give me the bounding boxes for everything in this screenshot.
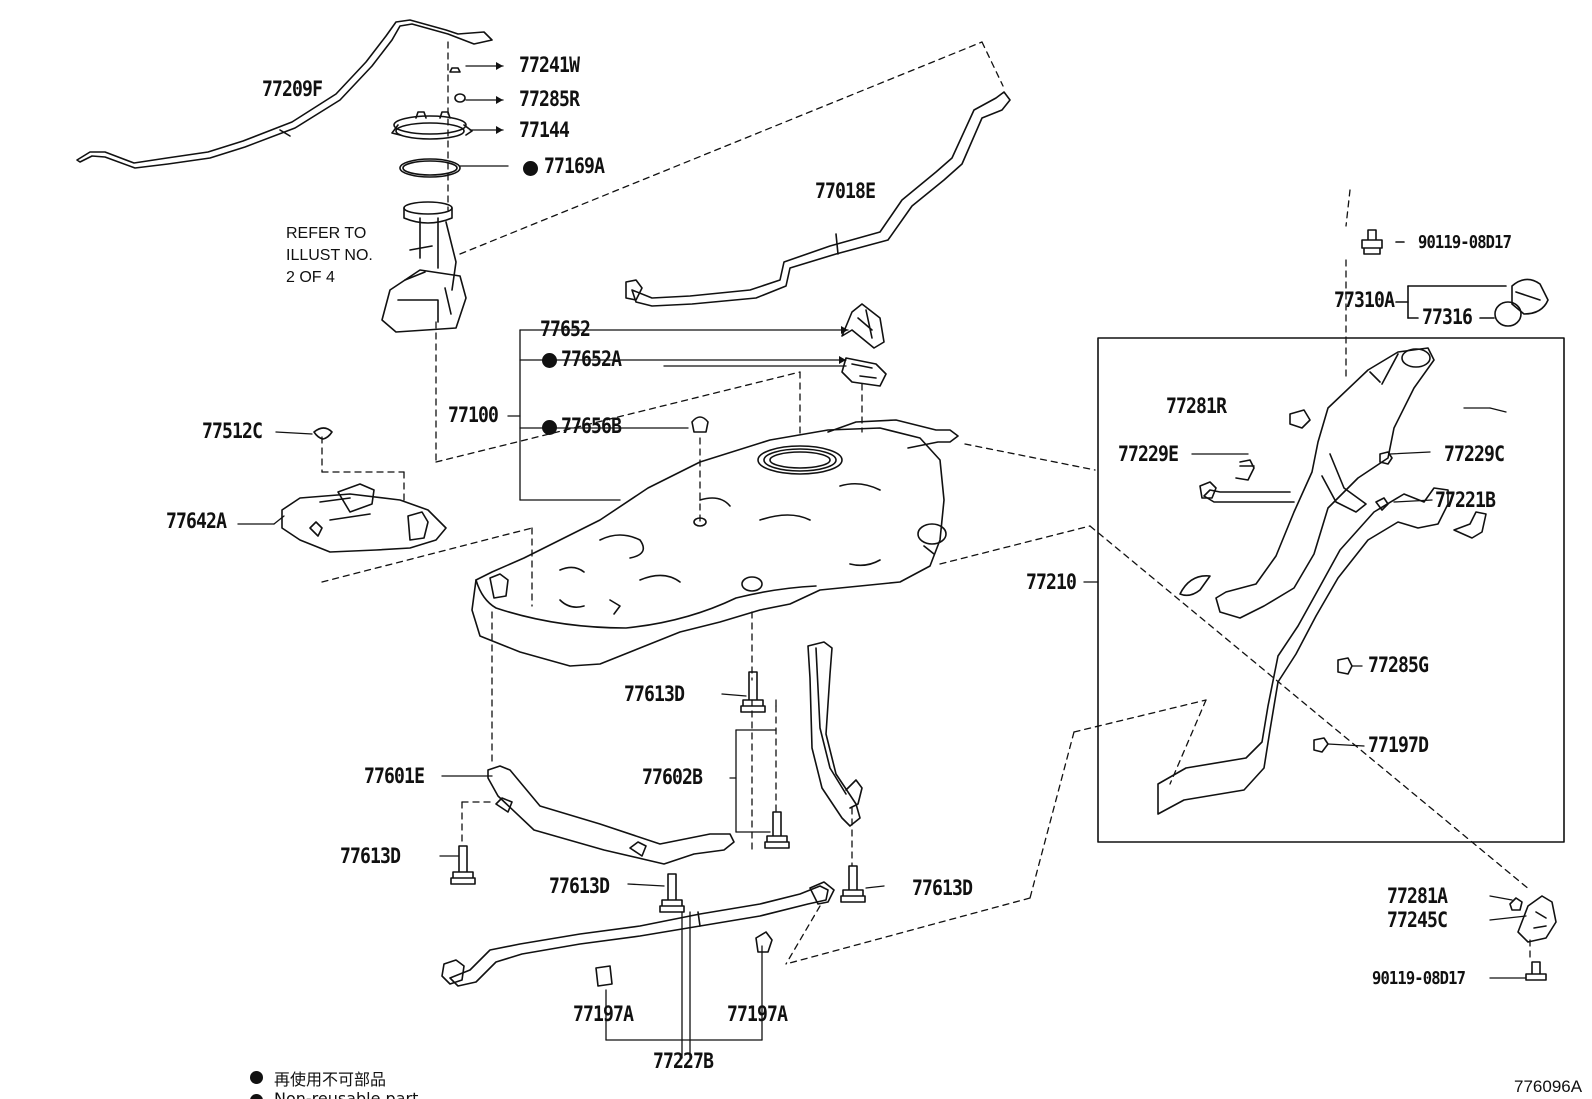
label-77613d-center: 77613D bbox=[624, 682, 685, 706]
label-77310a: 77310A bbox=[1334, 288, 1395, 312]
pipe-77018e-drawing bbox=[625, 91, 1011, 307]
label-90119-top: 90119-08D17 bbox=[1418, 232, 1512, 253]
cap-77310a-drawing bbox=[1361, 229, 1549, 327]
label-77613d-left: 77613D bbox=[340, 844, 401, 868]
legend-dot-english bbox=[250, 1094, 263, 1099]
legend-japanese: 再使用不可部品 bbox=[274, 1070, 387, 1089]
inlet-pipe-drawing bbox=[1157, 347, 1487, 815]
bolts-77613d-drawing bbox=[450, 671, 866, 913]
pipe-77227b-drawing bbox=[441, 881, 835, 987]
label-77281a: 77281A bbox=[1387, 884, 1448, 908]
label-77281r: 77281R bbox=[1166, 394, 1227, 418]
label-77169a: 77169A bbox=[544, 154, 605, 178]
clip-77512c-drawing bbox=[313, 427, 333, 440]
label-77285g: 77285G bbox=[1368, 653, 1429, 677]
label-77656b: 77656B bbox=[561, 414, 622, 438]
label-77652: 77652 bbox=[540, 317, 591, 341]
label-77316: 77316 bbox=[1422, 305, 1473, 329]
legend-english: Non-reusable part bbox=[274, 1089, 419, 1099]
leader-lines bbox=[237, 365, 1527, 979]
non-reusable-marker-77652a bbox=[542, 353, 557, 368]
pump-leaders bbox=[459, 65, 509, 167]
plug-77656b-drawing bbox=[691, 416, 709, 433]
band-77602b-drawing bbox=[807, 641, 863, 827]
fuel-pump-stack-drawing bbox=[381, 67, 473, 333]
band-77601e-drawing bbox=[487, 765, 735, 865]
legend-dot bbox=[250, 1071, 263, 1084]
label-77197d: 77197D bbox=[1368, 733, 1429, 757]
tube-77209f-drawing bbox=[76, 19, 493, 169]
label-77229e: 77229E bbox=[1118, 442, 1179, 466]
arrow-heads bbox=[496, 62, 848, 364]
label-77229c: 77229C bbox=[1444, 442, 1505, 466]
label-77227b: 77227B bbox=[653, 1049, 714, 1073]
label-77512c: 77512C bbox=[202, 419, 263, 443]
bracket-77227b-lines bbox=[605, 911, 763, 1059]
label-77613d-lower: 77613D bbox=[549, 874, 610, 898]
brackets-77652-drawing bbox=[841, 303, 887, 387]
label-77018e: 77018E bbox=[815, 179, 876, 203]
label-77144: 77144 bbox=[519, 118, 570, 142]
refer-note: REFER TO ILLUST NO. 2 OF 4 bbox=[286, 225, 373, 286]
dashed-centerlines bbox=[321, 41, 1531, 965]
label-77221b: 77221B bbox=[1435, 488, 1496, 512]
label-77100: 77100 bbox=[448, 403, 499, 427]
bracket-77245c-drawing bbox=[1509, 895, 1557, 981]
label-77210: 77210 bbox=[1026, 570, 1077, 594]
label-77197a-right: 77197A bbox=[727, 1002, 788, 1026]
protector-77642a-drawing bbox=[281, 483, 447, 553]
label-77613d-right: 77613D bbox=[912, 876, 973, 900]
label-77245c: 77245C bbox=[1387, 908, 1448, 932]
non-reusable-marker-77169a bbox=[523, 161, 538, 176]
label-77642a: 77642A bbox=[166, 509, 227, 533]
label-77602b: 77602B bbox=[642, 765, 703, 789]
fuel-tank-drawing bbox=[471, 419, 959, 667]
label-77209f: 77209F bbox=[262, 77, 323, 101]
inlet-box bbox=[1097, 337, 1565, 843]
illustration-id: 776096A bbox=[1514, 1077, 1583, 1096]
label-77241w: 77241W bbox=[519, 53, 580, 77]
label-77285r: 77285R bbox=[519, 87, 580, 111]
label-77652a: 77652A bbox=[561, 347, 622, 371]
label-77197a-left: 77197A bbox=[573, 1002, 634, 1026]
non-reusable-marker-77656b bbox=[542, 420, 557, 435]
label-77601e: 77601E bbox=[364, 764, 425, 788]
label-90119-bottom: 90119-08D17 bbox=[1372, 968, 1466, 989]
